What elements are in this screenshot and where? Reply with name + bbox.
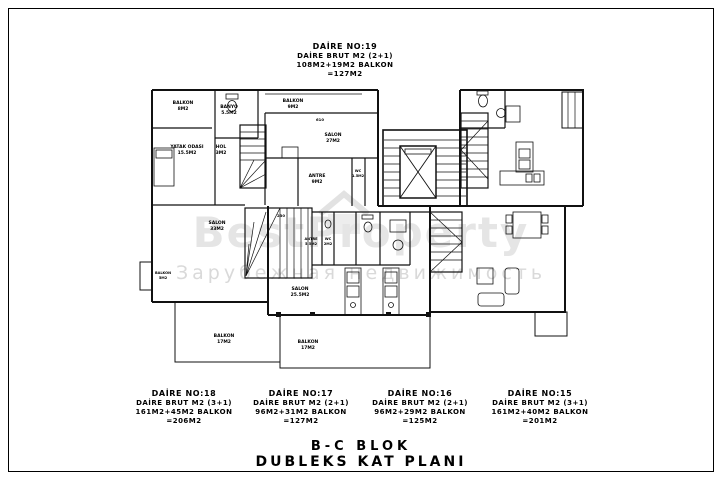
- outer-walls: [151, 89, 584, 316]
- room-label-wc15: WC: [355, 169, 362, 173]
- stairs-right-wing: [460, 112, 489, 189]
- room-area-balkon17b: 17M2: [301, 345, 315, 351]
- unit-15-calc: 161M2+40M2 BALKON: [491, 408, 589, 416]
- floor-plan: BALKON 8M2 BANYO 5.5M2 YATAK ODASI 15.5M…: [139, 89, 584, 369]
- room-area-yatak: 15.5M2: [178, 150, 197, 156]
- room-label-banyo: BANYO: [220, 104, 238, 110]
- room-area-balkon5: 5M2: [159, 276, 168, 280]
- dim-610: 610: [316, 117, 324, 122]
- room-label-balkon8: BALKON: [173, 100, 194, 106]
- room-label-salon33: SALON: [208, 220, 225, 226]
- room-area-salon33: 33M2: [210, 226, 224, 232]
- room-area-balkon8: 8M2: [178, 106, 189, 112]
- room-label-antre55: ANTRE: [304, 237, 318, 241]
- watermark-house-icon: [318, 190, 370, 234]
- room-label-salon27: SALON: [324, 132, 341, 138]
- unit-17-title: DAİRE NO:17: [268, 389, 334, 398]
- room-label-balkon9: BALKON: [283, 98, 304, 104]
- elevator: [399, 145, 437, 199]
- unit-info-17: DAİRE NO:17 DAİRE BRUT M2 (2+1) 96M2+31M…: [235, 388, 367, 426]
- room-label-salon255: SALON: [291, 286, 308, 292]
- unit-19-brut: DAİRE BRUT M2 (2+1): [297, 52, 393, 60]
- unit-info-15: DAİRE NO:15 DAİRE BRUT M2 (3+1) 161M2+40…: [474, 388, 606, 426]
- room-label-yatak: YATAK ODASI: [169, 144, 204, 150]
- unit-15-brut: DAİRE BRUT M2 (3+1): [492, 399, 588, 407]
- unit-18-brut: DAİRE BRUT M2 (3+1): [136, 399, 232, 407]
- dim-230: 230: [277, 213, 285, 218]
- wall-stubs: [276, 312, 431, 317]
- unit-16-calc: 96M2+29M2 BALKON: [374, 408, 466, 416]
- room-label-hol: HOL: [216, 144, 227, 150]
- unit-info-18: DAİRE NO:18 DAİRE BRUT M2 (3+1) 161M2+45…: [118, 388, 250, 426]
- unit-17-brut: DAİRE BRUT M2 (2+1): [253, 399, 349, 407]
- unit-17-total: =127M2: [283, 417, 319, 425]
- room-labels: BALKON 8M2 BANYO 5.5M2 YATAK ODASI 15.5M…: [155, 98, 365, 351]
- room-label-balkon17b: BALKON: [298, 339, 319, 345]
- unit-18-calc: 161M2+45M2 BALKON: [135, 408, 233, 416]
- room-area-salon27: 27M2: [326, 138, 340, 144]
- unit-16-total: =125M2: [402, 417, 438, 425]
- unit-17-calc: 96M2+31M2 BALKON: [255, 408, 347, 416]
- room-label-antre9: ANTRE: [309, 173, 326, 179]
- unit-info-16: DAİRE NO:16 DAİRE BRUT M2 (2+1) 96M2+29M…: [354, 388, 486, 426]
- stairs-winder-right: [429, 211, 463, 273]
- fixtures: [153, 90, 549, 316]
- room-area-salon255: 25.5M2: [291, 292, 310, 298]
- room-label-balkon5: BALKON: [155, 271, 171, 275]
- page-border-frame: [8, 8, 714, 472]
- unit-18-total: =206M2: [166, 417, 202, 425]
- unit-info-19: DAİRE NO:19 DAİRE BRUT M2 (2+1) 108M2+19…: [245, 41, 445, 79]
- drawing-title: B-C BLOK DUBLEKS KAT PLANI: [0, 439, 722, 470]
- unit-16-title: DAİRE NO:16: [387, 389, 453, 398]
- room-label-wc2: WC: [325, 237, 332, 241]
- room-area-banyo: 5.5M2: [221, 110, 237, 116]
- unit-19-title: DAİRE NO:19: [312, 42, 378, 51]
- balconies: [139, 91, 584, 369]
- interior-walls: [152, 90, 506, 266]
- title-plan-name: DUBLEKS KAT PLANI: [255, 454, 467, 470]
- unit-15-total: =201M2: [522, 417, 558, 425]
- room-area-antre55: 5.5M2: [305, 242, 318, 246]
- room-area-hol: 3M2: [216, 150, 227, 156]
- unit-15-title: DAİRE NO:15: [507, 389, 573, 398]
- dimension-labels: 610 230: [277, 117, 324, 218]
- unit-18-title: DAİRE NO:18: [151, 389, 217, 398]
- title-block-name: B-C BLOK: [310, 439, 412, 454]
- room-area-antre9: 9M2: [312, 179, 323, 185]
- stairs-upper-left: [239, 124, 267, 189]
- unit-19-calc: 108M2+19M2 BALKON: [296, 61, 394, 69]
- unit-16-brut: DAİRE BRUT M2 (2+1): [372, 399, 468, 407]
- room-area-balkon17a: 17M2: [217, 339, 231, 345]
- room-area-balkon9: 9M2: [288, 104, 299, 110]
- unit-19-total: =127M2: [327, 70, 363, 78]
- room-area-wc15: 1.5M2: [352, 174, 365, 178]
- stairs-winder-center: [244, 207, 313, 279]
- room-area-wc2: 2M2: [324, 242, 333, 246]
- room-label-balkon17a: BALKON: [214, 333, 235, 339]
